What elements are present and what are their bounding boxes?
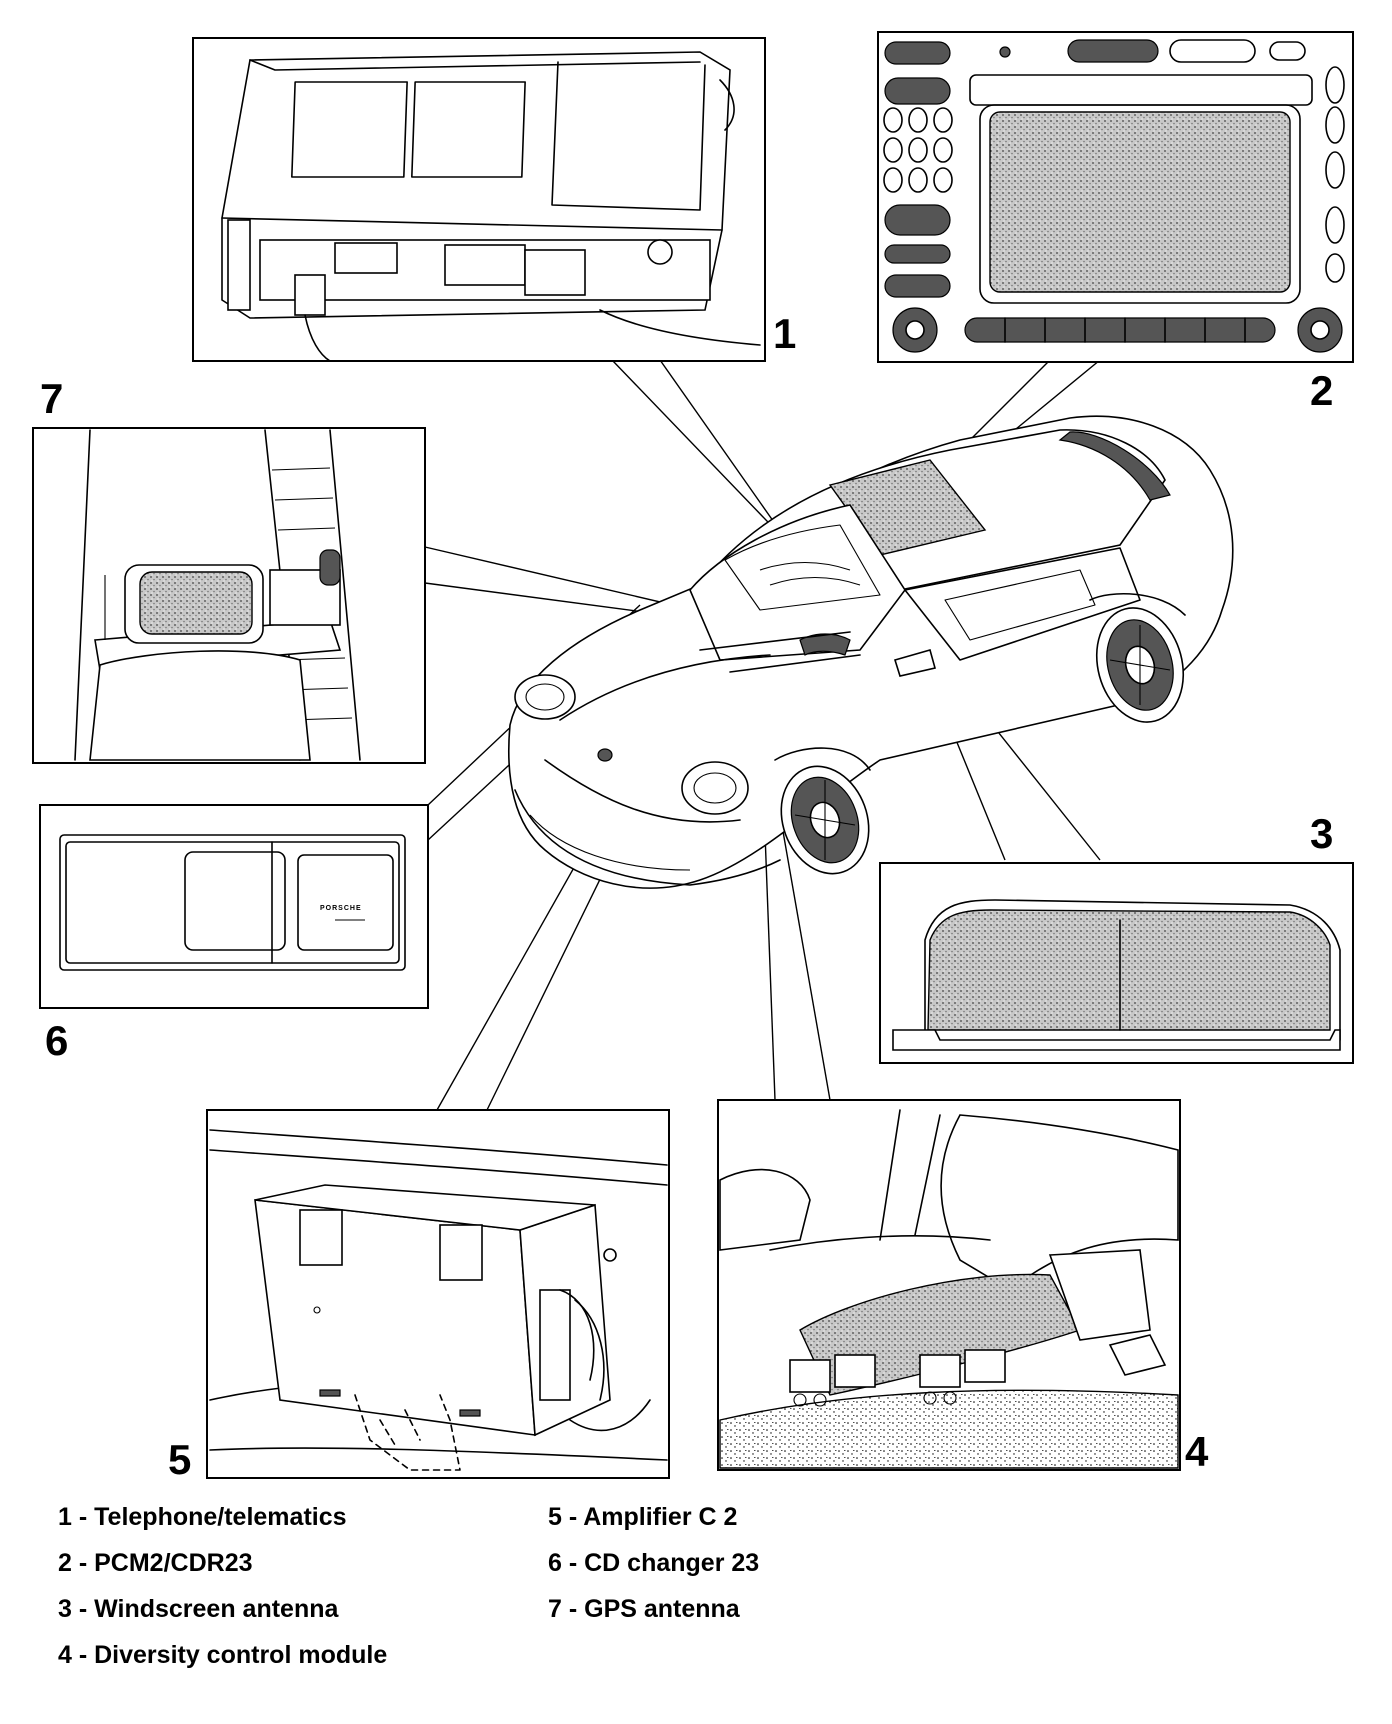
callout-4: 4	[1185, 1428, 1209, 1475]
legend-item-windscreen-antenna: 3 - Windscreen antenna	[58, 1595, 339, 1623]
legend-item-gps-antenna: 7 - GPS antenna	[548, 1595, 740, 1623]
legend-column-right: 5 - Amplifier C 2 6 - CD changer 23 7 - …	[548, 1494, 759, 1632]
legend-item-cd-changer: 6 - CD changer 23	[548, 1549, 760, 1577]
callout-3: 3	[1310, 810, 1333, 857]
legend-item-diversity-control-module: 4 - Diversity control module	[58, 1641, 388, 1669]
legend: 1 - Telephone/telematics 2 - PCM2/CDR23 …	[58, 1494, 1358, 1704]
legend-item-amplifier: 5 - Amplifier C 2	[548, 1503, 738, 1531]
panel-pcm2-cdr23	[877, 31, 1354, 363]
legend-item-telephone-telematics: 1 - Telephone/telematics	[58, 1503, 347, 1531]
keypad	[883, 107, 953, 193]
callout-numbers: 1 2 3 4 5 6 7	[40, 310, 1333, 1483]
porsche-911-car-illustration	[507, 415, 1234, 889]
callout-1: 1	[773, 310, 796, 357]
panel-telephone-telematics	[192, 37, 766, 362]
callout-2: 2	[1310, 367, 1333, 414]
panel-windscreen-antenna	[879, 862, 1354, 1064]
rear-wheel	[1095, 607, 1185, 723]
connector-block	[789, 1349, 1006, 1407]
panel-gps-antenna	[32, 427, 426, 764]
leader-1b	[659, 359, 791, 546]
callout-5: 5	[168, 1436, 191, 1483]
panel-diversity-control-module	[717, 1099, 1181, 1471]
callout-6: 6	[45, 1017, 68, 1064]
front-wheel	[780, 765, 870, 875]
callout-7: 7	[40, 375, 63, 422]
panel-cd-changer: PORSCHE	[39, 804, 429, 1009]
leader-1a	[611, 359, 791, 546]
cd-changer-brand-label: PORSCHE	[320, 905, 362, 912]
legend-column-left: 1 - Telephone/telematics 2 - PCM2/CDR23 …	[58, 1494, 387, 1678]
legend-item-pcm2-cdr23: 2 - PCM2/CDR23	[58, 1549, 253, 1577]
panel-amplifier	[206, 1109, 670, 1479]
